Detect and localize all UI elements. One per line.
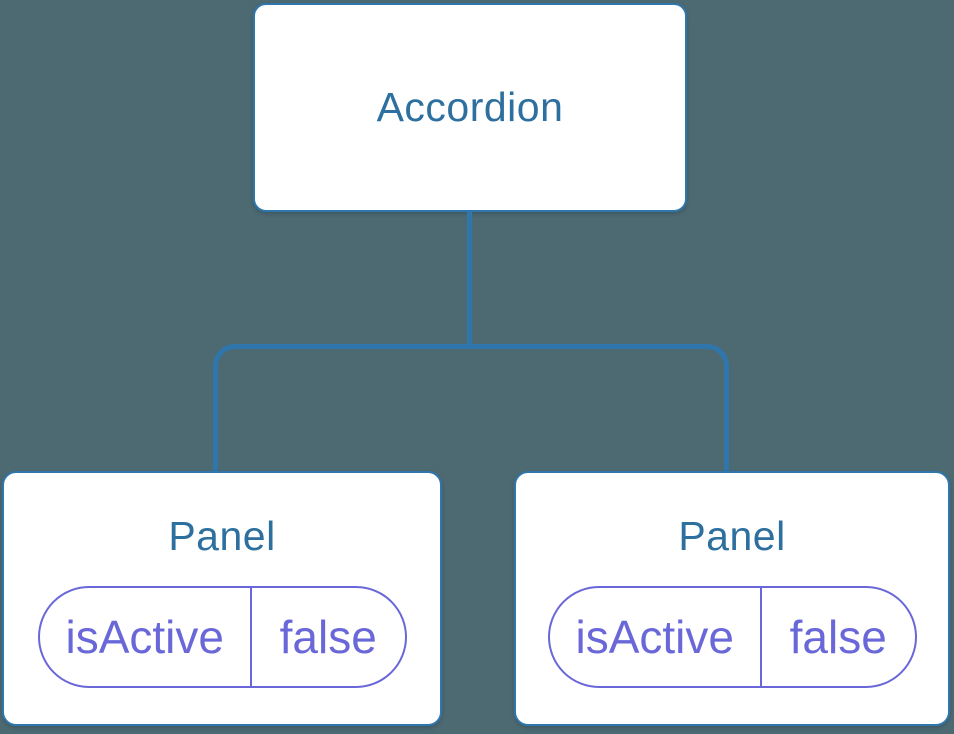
- panel-left-state-pill: isActive false: [37, 586, 407, 688]
- panel-node-left: Panel isActive false: [2, 471, 442, 726]
- state-key: isActive: [550, 588, 762, 686]
- accordion-node-label: Accordion: [376, 84, 564, 130]
- connector-stem: [467, 212, 472, 348]
- panel-right-label: Panel: [678, 513, 786, 559]
- accordion-node: Accordion: [253, 3, 687, 212]
- panel-right-state-pill: isActive false: [547, 586, 917, 688]
- panel-node-right: Panel isActive false: [514, 471, 950, 726]
- state-value: false: [789, 611, 887, 663]
- state-key: isActive: [40, 588, 252, 686]
- panel-left-label: Panel: [168, 513, 276, 559]
- connector-bracket: [213, 344, 729, 471]
- state-value: false: [279, 611, 377, 663]
